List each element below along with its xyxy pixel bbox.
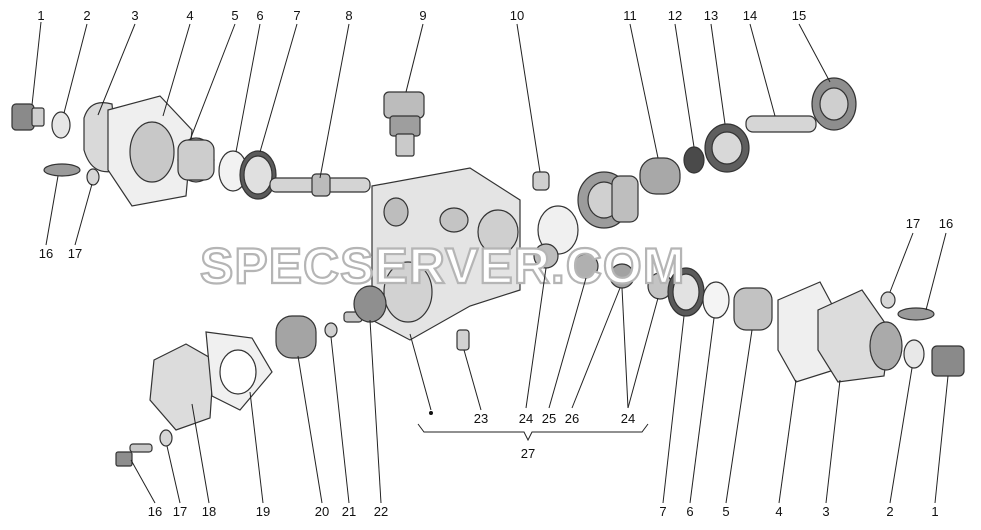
- part-16-bolt-right: [897, 307, 935, 321]
- callout-26: 26: [565, 411, 579, 426]
- callout-3-top: 3: [131, 8, 138, 23]
- part-16-bolt-lower: [115, 443, 153, 467]
- callout-9-top: 9: [419, 8, 426, 23]
- part-18-housing: [149, 343, 215, 431]
- callout-1-top: 1: [37, 8, 44, 23]
- part-15-piston: [811, 77, 857, 131]
- callout-4-bottom: 4: [775, 504, 782, 519]
- part-9-fitting: [383, 91, 425, 157]
- part-20-spring: [275, 315, 317, 359]
- part-17-washer-lower: [159, 429, 173, 447]
- part-12-oring: [683, 146, 705, 174]
- part-5-sleeve-top: [177, 137, 215, 183]
- callout-15-top: 15: [792, 8, 806, 23]
- part-27-body: [371, 167, 521, 341]
- callout-6-bottom: 6: [686, 504, 693, 519]
- callout-3-bottom: 3: [822, 504, 829, 519]
- part-7-diaphragm-top: [239, 150, 277, 200]
- part-11-spring: [639, 157, 681, 195]
- part-16-bolt-upper: [43, 163, 81, 177]
- callout-24-b: 24: [621, 411, 635, 426]
- part-7-diaphragm-right: [667, 267, 705, 317]
- callout-17-bottom: 17: [173, 504, 187, 519]
- callout-1-bottom: 1: [931, 504, 938, 519]
- callout-22-bottom: 22: [374, 504, 388, 519]
- parts-layer: [11, 77, 965, 467]
- callout-12-top: 12: [668, 8, 682, 23]
- part-21-ring: [324, 322, 338, 338]
- part-1-plug-right: [931, 345, 965, 377]
- part-1-plug-top: [11, 103, 45, 131]
- callout-5-bottom: 5: [722, 504, 729, 519]
- callout-7-bottom: 7: [659, 504, 666, 519]
- part-11-seat: [577, 171, 639, 229]
- part-2-washer-top: [51, 111, 71, 139]
- part-17-washer-right: [880, 291, 896, 309]
- part-4-gasket-top: [107, 95, 193, 207]
- callout-11-top: 11: [623, 8, 637, 23]
- callout-20-bottom: 20: [315, 504, 329, 519]
- callout-6-top: 6: [256, 8, 263, 23]
- part-14-rod: [745, 115, 817, 133]
- callout-27: 27: [521, 446, 535, 461]
- part-13-plate: [704, 123, 750, 173]
- callout-25: 25: [542, 411, 556, 426]
- callout-4-top: 4: [186, 8, 193, 23]
- watermark-text: SPECSERVER.COM: [200, 238, 685, 294]
- callout-19-bottom: 19: [256, 504, 270, 519]
- callout-17-left: 17: [68, 246, 82, 261]
- callout-2-bottom: 2: [886, 504, 893, 519]
- callout-23: 23: [474, 411, 488, 426]
- part-2-washer-right: [903, 339, 925, 369]
- callout-2-top: 2: [83, 8, 90, 23]
- callout-14-top: 14: [743, 8, 757, 23]
- callout-10-top: 10: [510, 8, 524, 23]
- part-6-ring-right: [702, 281, 730, 319]
- callout-16-bottom: 16: [148, 504, 162, 519]
- callout-17-right: 17: [906, 216, 920, 231]
- callout-8-top: 8: [345, 8, 352, 23]
- callout-24-a: 24: [519, 411, 533, 426]
- callout-13-top: 13: [704, 8, 718, 23]
- callout-16-right: 16: [939, 216, 953, 231]
- part-23-pin: [456, 329, 470, 351]
- callout-16-left: 16: [39, 246, 53, 261]
- part-17-washer-upper: [86, 168, 100, 186]
- part-5-sleeve-right: [733, 287, 773, 331]
- callout-labels: 1 2 3 4 5 6 7 8 9 10 11 12 13 14 15 16 1…: [37, 8, 953, 519]
- callout-7-top: 7: [293, 8, 300, 23]
- leader-lines: [31, 21, 949, 504]
- callout-18-bottom: 18: [202, 504, 216, 519]
- part-3-cover-right: [817, 289, 903, 383]
- callout-21-bottom: 21: [342, 504, 356, 519]
- part-10-insert: [532, 171, 550, 191]
- part-19-gasket-lower: [205, 331, 273, 411]
- callout-5-top: 5: [231, 8, 238, 23]
